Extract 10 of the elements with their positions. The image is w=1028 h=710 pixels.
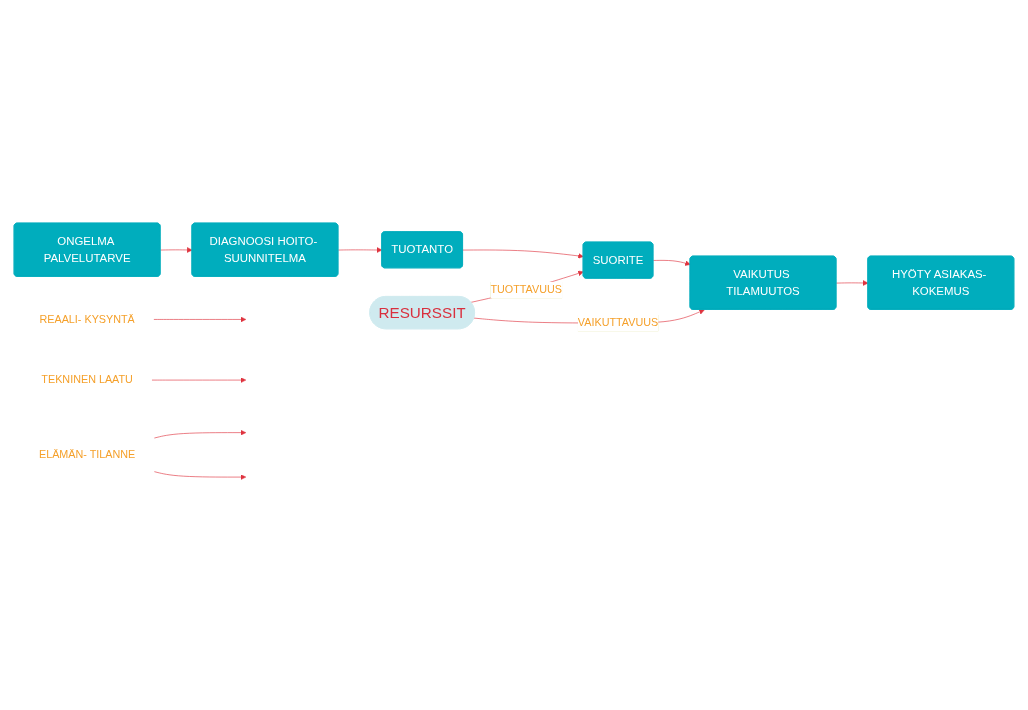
resource-band: RESURSSIT <box>369 296 475 330</box>
annotation-text: TEKNINEN LAATU <box>41 374 133 387</box>
process-box: HYÖTY ASIAKAS- KOKEMUS <box>867 255 1015 310</box>
process-box: SUORITE <box>582 241 654 279</box>
annotation-text: ELÄMÄN- TILANNE <box>38 448 136 461</box>
annotation-text: REAALI- KYSYNTÄ <box>39 313 135 326</box>
process-box: VAIKUTUS TILAMUUTOS <box>689 255 837 310</box>
process-box: ONGELMA PALVELUTARVE <box>13 222 161 277</box>
process-box: DIAGNOOSI HOITO- SUUNNITELMA <box>191 222 339 277</box>
process-box: TUOTANTO <box>381 231 463 269</box>
